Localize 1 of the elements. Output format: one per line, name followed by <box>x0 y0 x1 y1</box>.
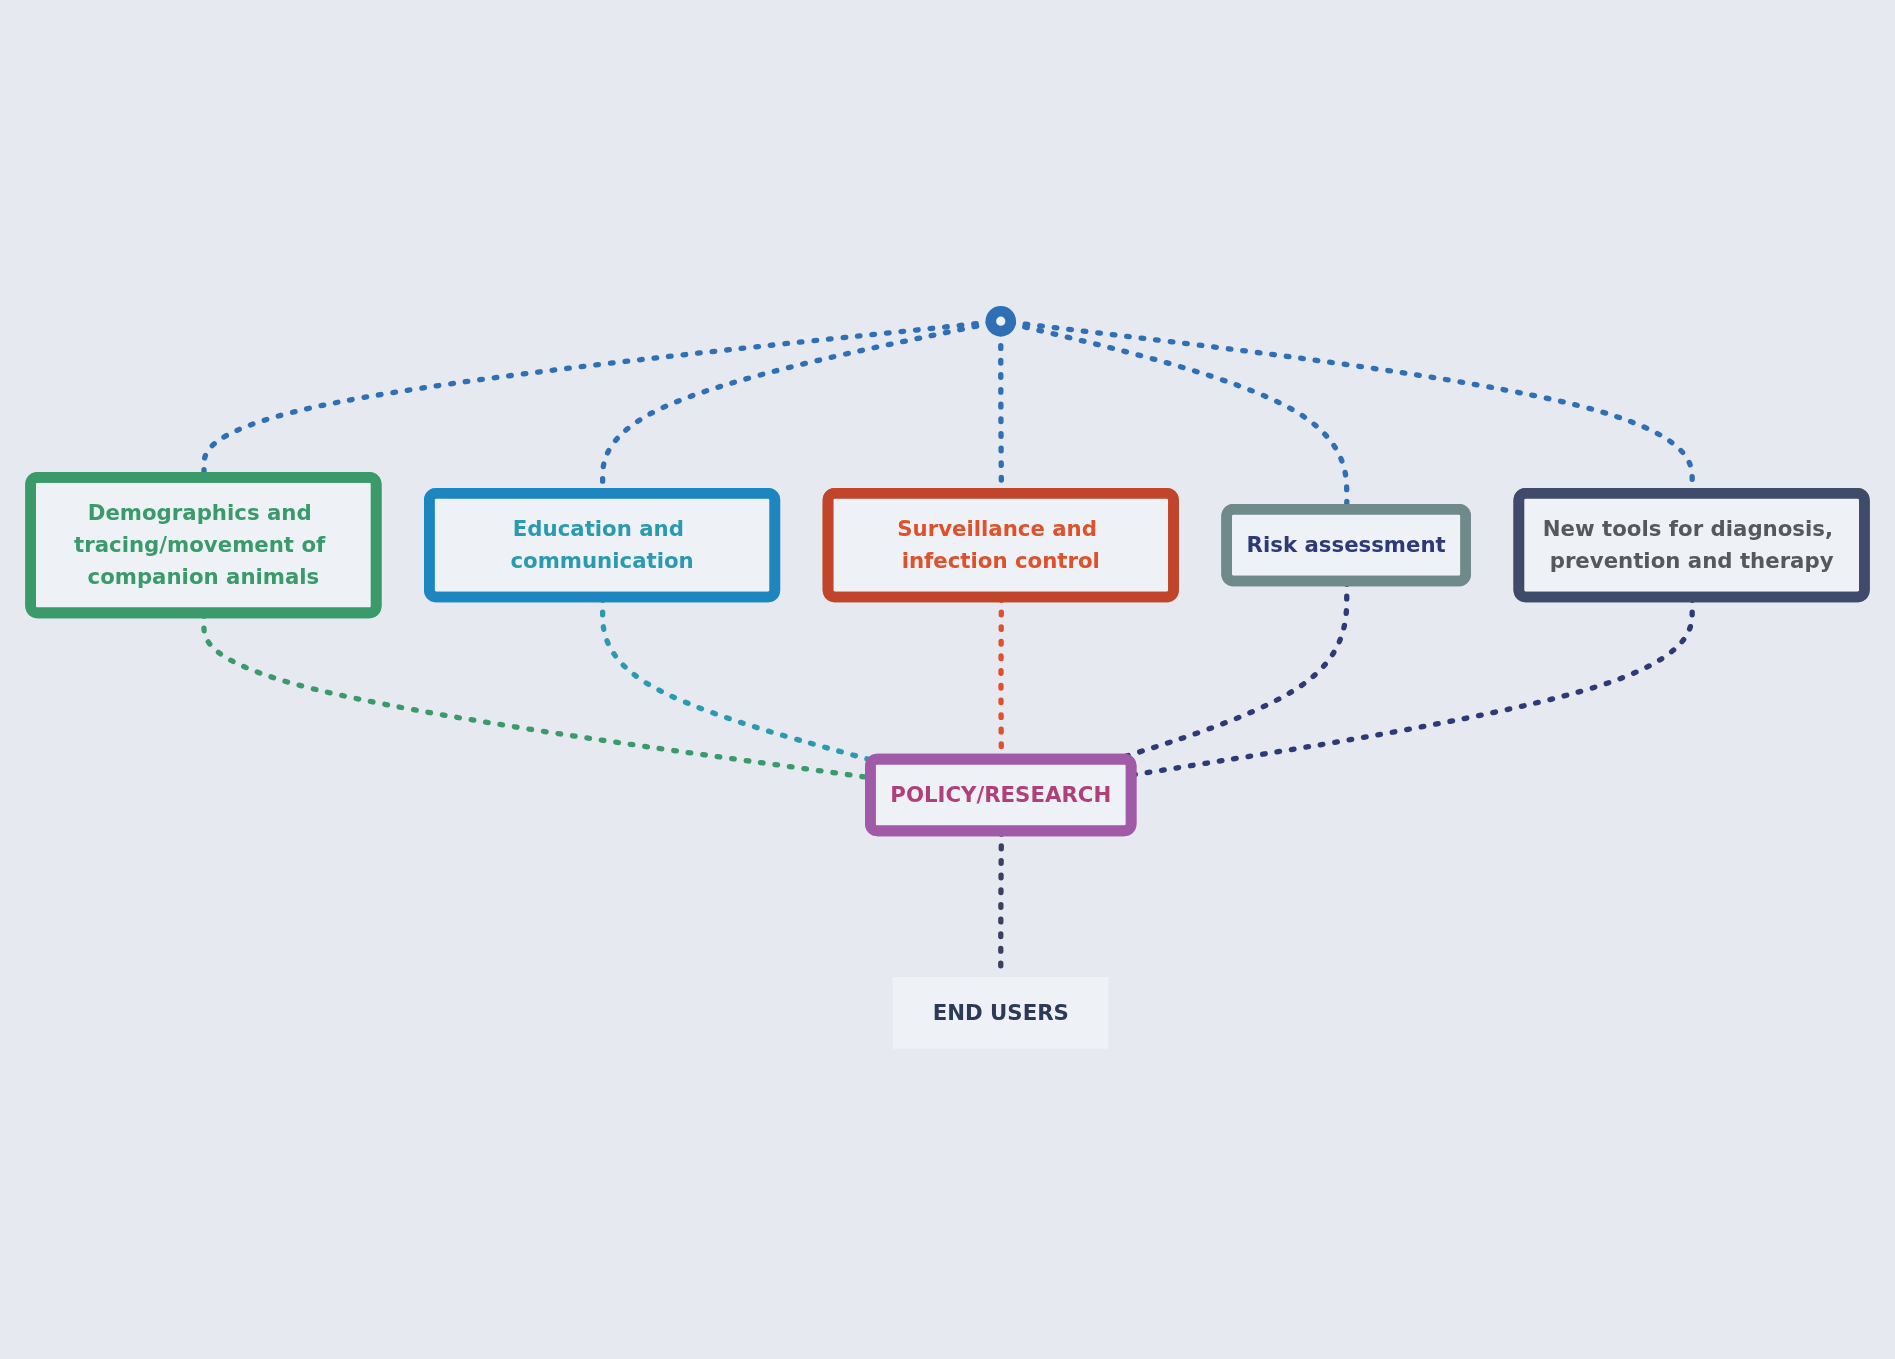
node-circle <box>985 305 1017 336</box>
